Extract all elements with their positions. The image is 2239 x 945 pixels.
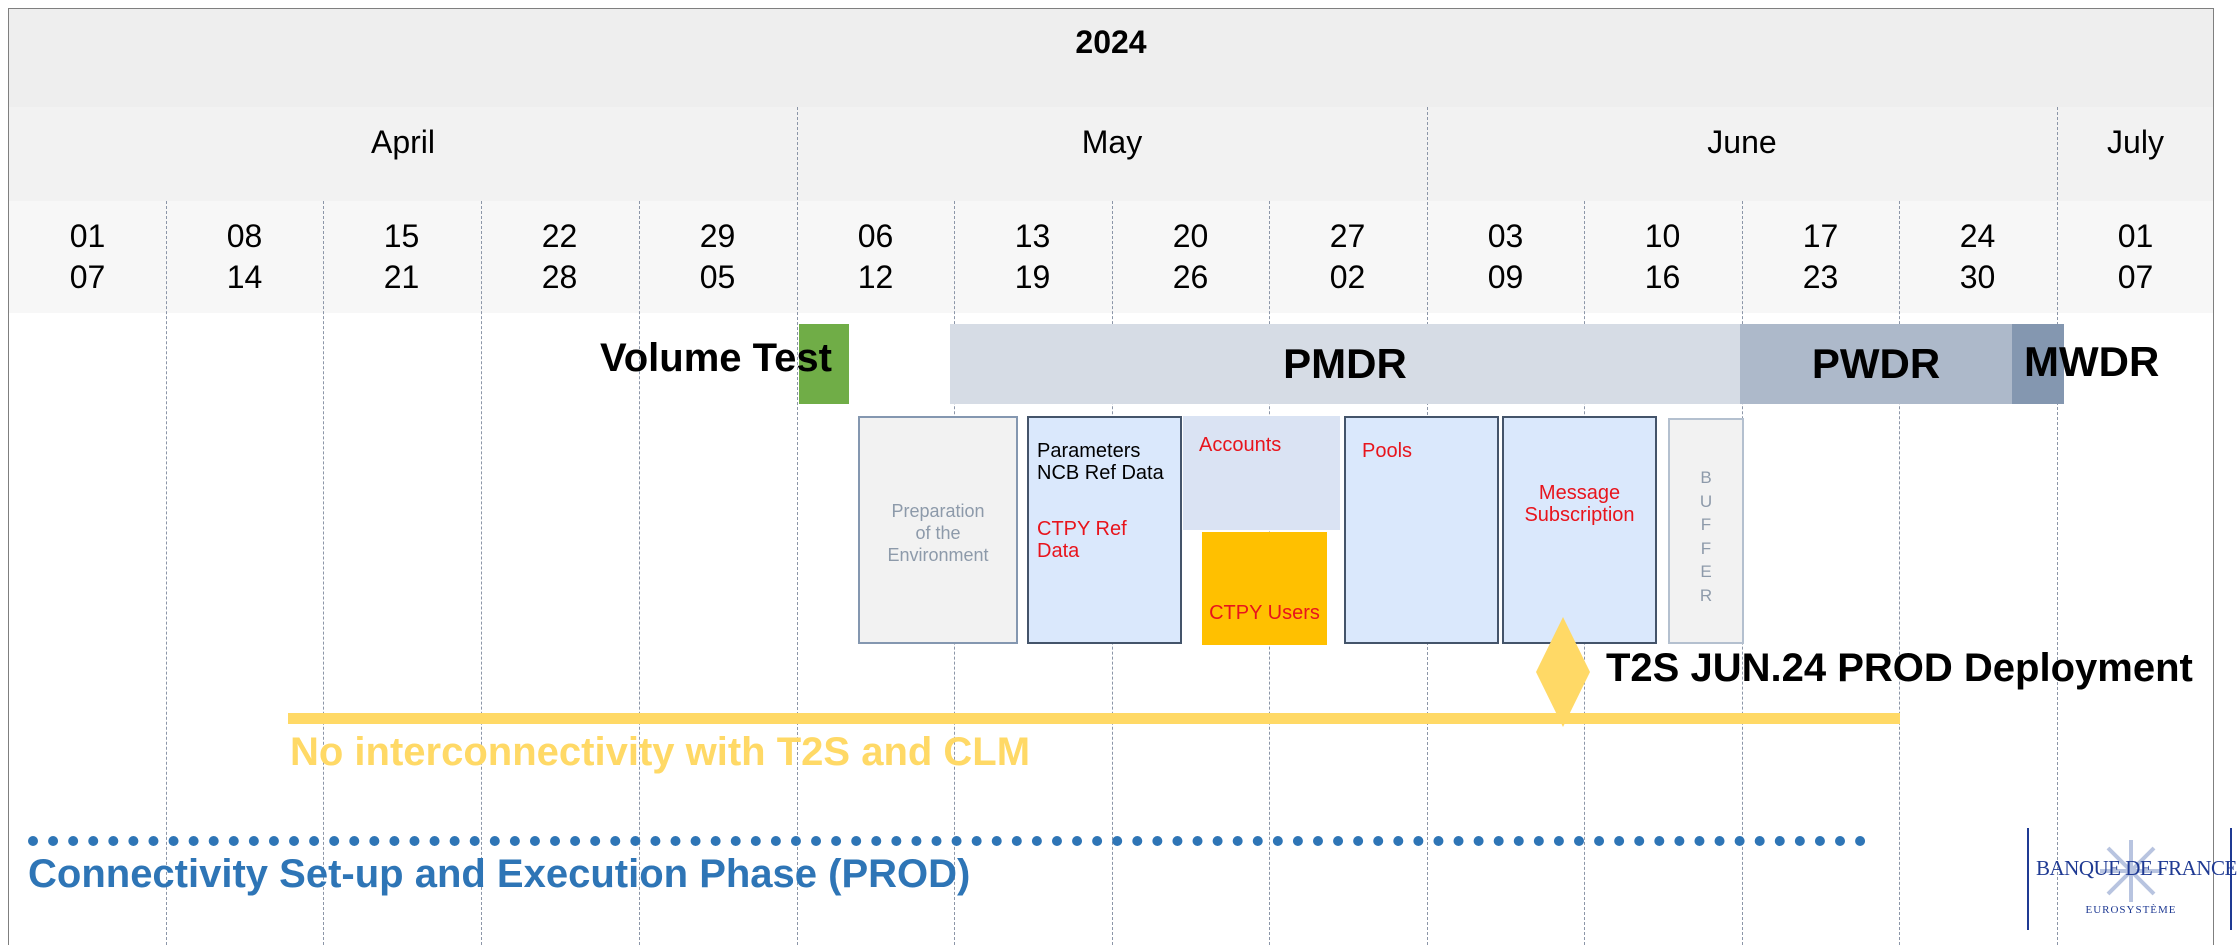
milestone-diamond-icon bbox=[1536, 617, 1590, 727]
gridline bbox=[639, 201, 640, 945]
gridline bbox=[323, 201, 324, 945]
logo-divider bbox=[2027, 828, 2029, 930]
month-label-june: June bbox=[1707, 124, 1777, 160]
logo-emblem-icon bbox=[2100, 840, 2162, 902]
no-interconnectivity-label: No interconnectivity with T2S and CLM bbox=[290, 730, 1031, 774]
pools-box: Pools bbox=[1344, 416, 1499, 644]
month-label-may: May bbox=[1081, 124, 1143, 160]
connectivity-dotted-line bbox=[28, 836, 1866, 846]
gridline bbox=[1899, 201, 1900, 945]
milestone-label: T2S JUN.24 PROD Deployment bbox=[1606, 646, 2193, 690]
month-header bbox=[9, 107, 2213, 201]
pmdr-label: PMDR bbox=[1283, 340, 1407, 387]
volume-test-label: Volume Test bbox=[600, 336, 832, 380]
preparation-box: Preparation of the Environment bbox=[858, 416, 1018, 644]
message-subscription-box: Message Subscription bbox=[1502, 416, 1657, 644]
gridline bbox=[2057, 107, 2058, 945]
logo-divider bbox=[2230, 828, 2232, 930]
mwdr-bar bbox=[2012, 324, 2064, 404]
logo-subtitle: EUROSYSTÈME bbox=[2085, 904, 2177, 916]
week-header bbox=[9, 201, 2213, 313]
gridline bbox=[166, 201, 167, 945]
year-label: 2024 bbox=[1075, 24, 1147, 60]
volume-test-bar bbox=[799, 324, 849, 404]
no-interconnectivity-line bbox=[288, 713, 1900, 724]
month-label-july: July bbox=[2107, 124, 2164, 160]
pwdr-bar bbox=[1740, 324, 2012, 404]
pmdr-bar bbox=[950, 324, 1740, 404]
connectivity-phase-label: Connectivity Set-up and Execution Phase … bbox=[28, 852, 971, 896]
gridline bbox=[481, 201, 482, 945]
gridline bbox=[797, 107, 798, 945]
month-label-april: April bbox=[370, 124, 435, 160]
logo-name: BANQUE DE FRANCE bbox=[2036, 856, 2237, 880]
ctpy-users-box: CTPY Users bbox=[1202, 532, 1327, 645]
pwdr-label: PWDR bbox=[1811, 340, 1941, 387]
accounts-box: Accounts bbox=[1183, 416, 1340, 530]
year-header bbox=[9, 9, 2213, 107]
mwdr-label: MWDR bbox=[2024, 338, 2160, 385]
parameters-box: Parameters NCB Ref Data CTPY Ref Data bbox=[1027, 416, 1182, 644]
buffer-box: B U F F E R bbox=[1668, 418, 1744, 644]
